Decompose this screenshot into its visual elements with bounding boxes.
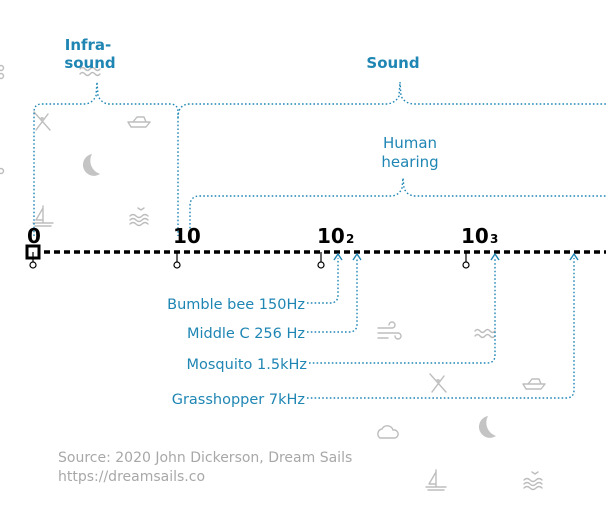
- kayak-icon: [429, 373, 447, 393]
- arrow-up-icon: [333, 252, 343, 261]
- tick-exponent: 3: [490, 232, 498, 246]
- arrow-up-icon: [490, 252, 500, 261]
- moon-icon: [82, 154, 100, 176]
- marker-bumble-bee: Bumble bee 150Hz: [167, 252, 343, 313]
- decorations: [0, 64, 546, 491]
- tick-label: 0: [27, 224, 41, 248]
- marker-mosquito: Mosquito 1.5kHz: [187, 252, 500, 373]
- human-hearing-brace: [189, 177, 606, 236]
- moon-icon: [478, 416, 496, 438]
- boat-icon: [127, 116, 151, 128]
- infrasound-label-line2: sound: [64, 54, 115, 72]
- tick-label: 10: [173, 224, 201, 248]
- infrasound-label-line1: Infra-: [65, 36, 112, 54]
- cloud-icon: [377, 425, 399, 439]
- marker-middle-c: Middle C 256 Hz: [187, 252, 362, 342]
- human-hearing-label-line2: hearing: [381, 153, 438, 171]
- arrow-up-icon: [569, 252, 579, 261]
- human-hearing-label-line1: Human: [383, 134, 437, 152]
- source-credit: Source: 2020 John Dickerson, Dream Sails: [58, 450, 352, 466]
- birds-over-waves-icon: [129, 207, 149, 227]
- wave-icon: [474, 328, 496, 339]
- tick-label: 10: [461, 224, 489, 248]
- marker-label: Grasshopper 7kHz: [172, 392, 305, 408]
- infrasound-brace: [33, 81, 179, 236]
- wave-icon: [79, 66, 101, 77]
- tick-1000: 10 3: [461, 224, 498, 269]
- tick-exponent: 2: [346, 232, 354, 246]
- tick-100: 10 2: [317, 224, 354, 269]
- arrow-up-icon: [352, 252, 362, 261]
- sailboat-icon: [425, 469, 447, 491]
- marker-grasshopper: Grasshopper 7kHz: [172, 252, 579, 408]
- wind-icon: [377, 321, 402, 340]
- sound-label: Sound: [366, 54, 419, 72]
- kayak-icon: [33, 111, 51, 131]
- birds-over-waves-icon: [523, 471, 543, 491]
- tick-label: 10: [317, 224, 345, 248]
- boat-icon: [522, 378, 546, 390]
- sound-brace: [177, 81, 606, 119]
- tick-10: 10: [173, 224, 201, 269]
- tick-0: 0: [27, 224, 41, 269]
- sailboat-icon: [32, 205, 54, 227]
- circle-decor-icon: [0, 64, 5, 80]
- marker-label: Mosquito 1.5kHz: [187, 357, 308, 373]
- circle-decor-icon: [0, 167, 5, 175]
- marker-label: Middle C 256 Hz: [187, 326, 305, 342]
- source-url: https://dreamsails.co: [58, 469, 205, 485]
- marker-label: Bumble bee 150Hz: [167, 297, 305, 313]
